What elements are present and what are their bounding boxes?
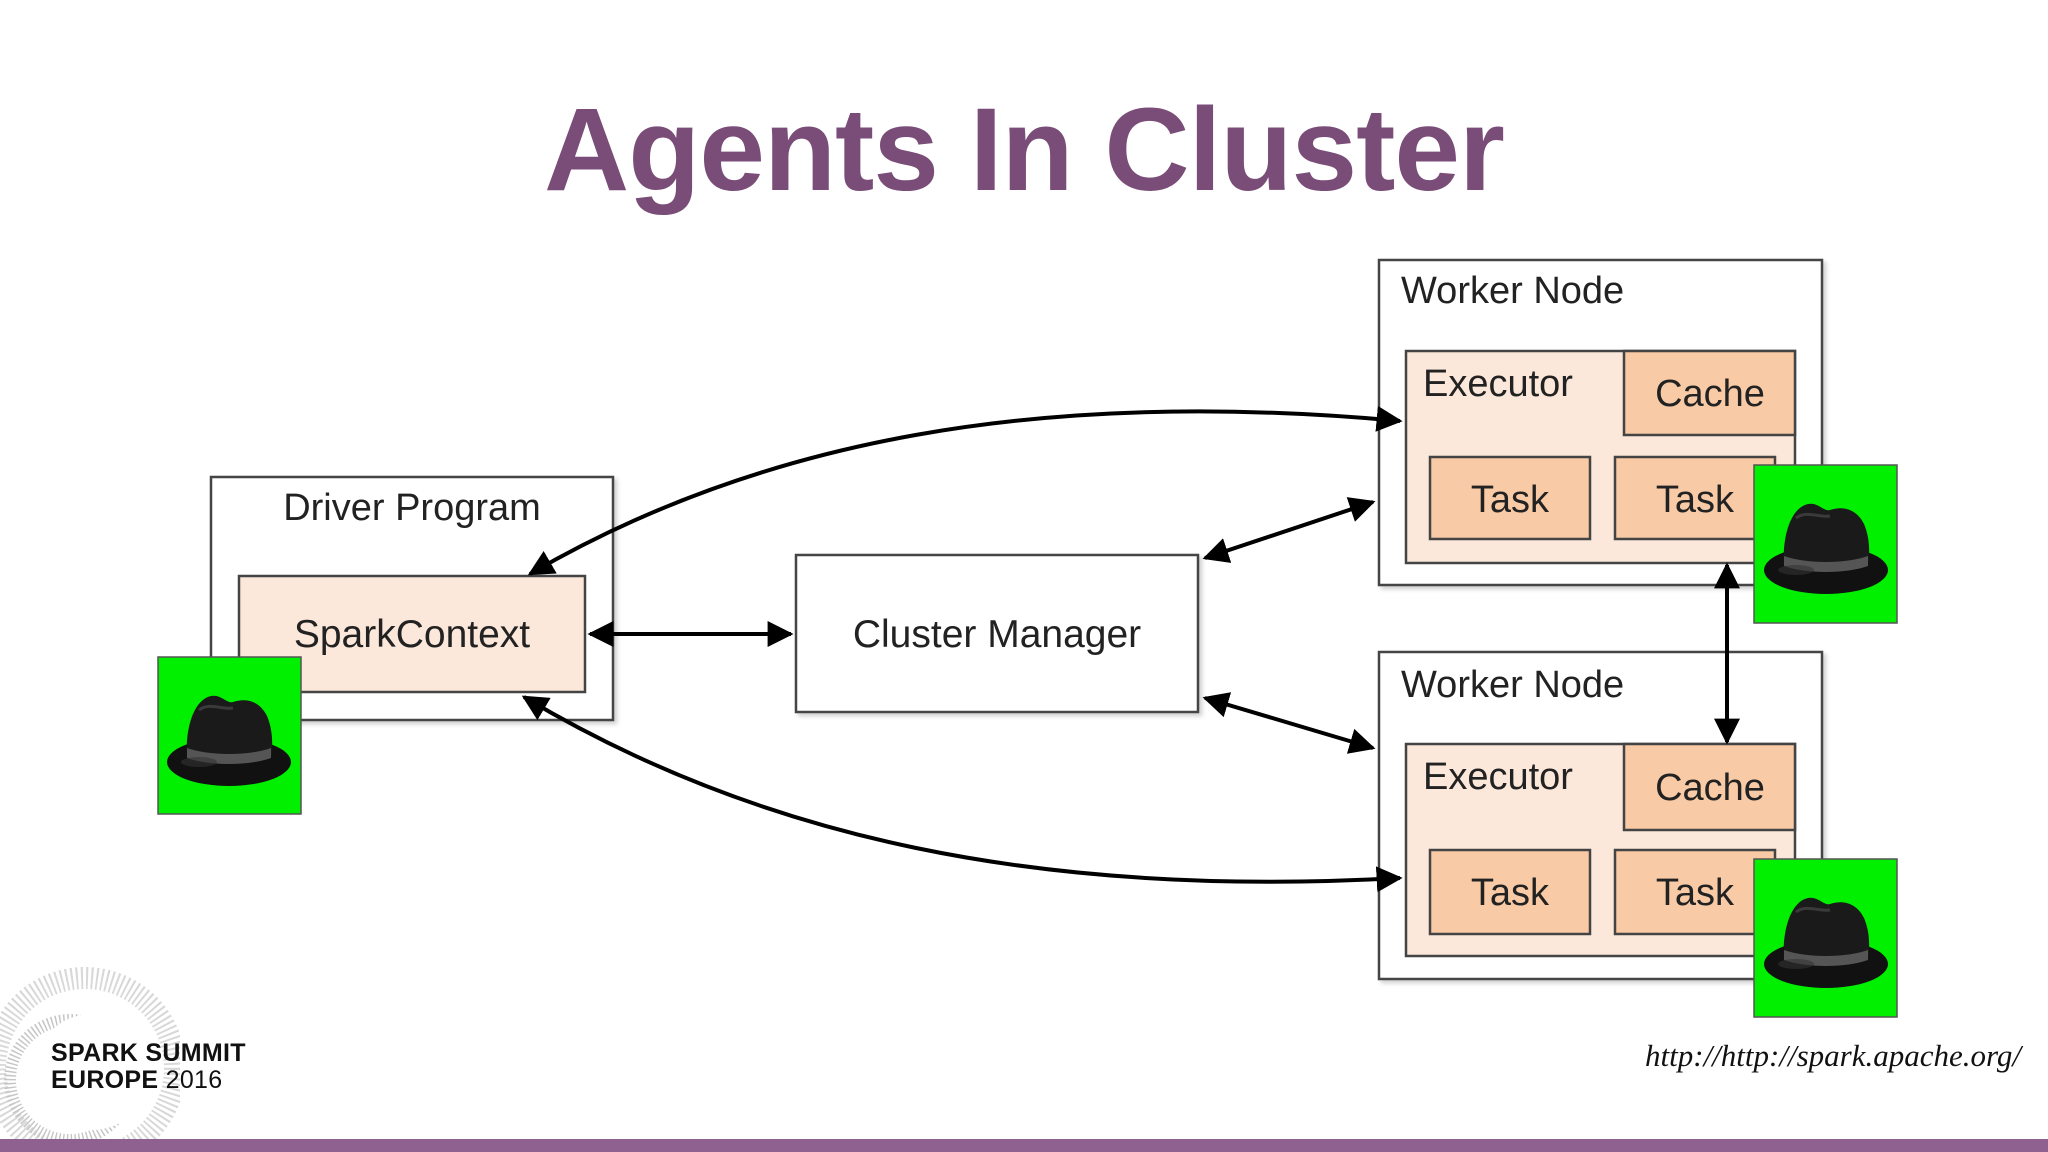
fedora-hat-icon <box>1753 464 1898 624</box>
task-2b-label: Task <box>1656 872 1735 914</box>
task-1a-label: Task <box>1471 479 1550 521</box>
source-link[interactable]: http://http://spark.apache.org/ <box>1645 1038 2021 1073</box>
cache-2-label: Cache <box>1655 767 1765 809</box>
logo-line-2: EUROPE 2016 <box>51 1066 223 1094</box>
arrow-manager-worker1 <box>1202 497 1376 563</box>
worker-node-2-label: Worker Node <box>1401 664 1624 706</box>
bottom-bar <box>0 1139 2048 1152</box>
cache-2-box <box>1622 742 1797 832</box>
cluster-manager-label: Cluster Manager <box>853 613 1141 656</box>
executor-2-label: Executor <box>1423 756 1573 798</box>
logo-line-1: SPARK SUMMIT <box>51 1039 246 1067</box>
spark-context-label: SparkContext <box>294 613 530 656</box>
executor-1-label: Executor <box>1423 363 1573 405</box>
task-2a-box <box>1428 848 1592 936</box>
arrow-driver-to-worker1 <box>527 405 1403 576</box>
arrow-manager-worker2 <box>1202 692 1376 754</box>
task-2b-box <box>1613 848 1777 936</box>
task-1b-label: Task <box>1656 479 1735 521</box>
cache-1-label: Cache <box>1655 373 1765 415</box>
cluster-manager-box: Cluster Manager <box>794 553 1200 714</box>
driver-program-label: Driver Program <box>283 487 541 529</box>
arrow-driver-to-worker2 <box>521 695 1403 893</box>
spark-summit-logo-icon <box>0 967 180 1140</box>
worker-node-1: Worker Node Executor Cache Task Task <box>1377 258 1824 587</box>
task-1a-box <box>1428 455 1592 541</box>
spark-summit-logo-text: SPARK SUMMIT EUROPE 2016 <box>51 1040 246 1094</box>
slide-title: Agents In Cluster <box>544 84 1505 216</box>
fedora-hat-icon <box>157 656 302 815</box>
task-2a-label: Task <box>1471 872 1550 914</box>
cache-1-box <box>1622 349 1797 437</box>
worker-node-2: Worker Node Executor Cache Task Task <box>1377 650 1824 981</box>
task-1b-box <box>1613 455 1777 541</box>
logo-year: 2016 <box>165 1066 223 1094</box>
worker-node-1-label: Worker Node <box>1401 270 1624 312</box>
fedora-hat-icon <box>1753 858 1898 1018</box>
